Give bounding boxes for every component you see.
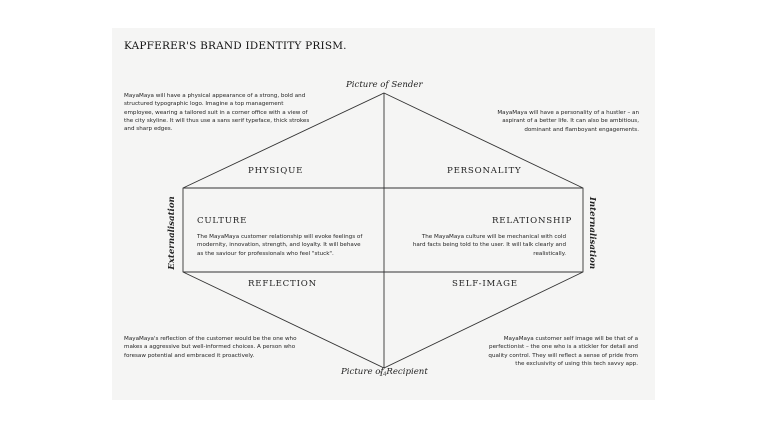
face-label-reflection: REFLECTION: [248, 279, 317, 289]
face-label-relationship: RELATIONSHIP: [492, 216, 573, 226]
personality-description: MayaMaya will have a personality of a hu…: [497, 110, 639, 133]
face-label-personality: PERSONALITY: [447, 166, 522, 176]
prism-hexagon-outline: [182, 92, 584, 369]
relationship-description: The MayaMaya culture will be mechanical …: [412, 234, 566, 257]
slide-page: [112, 28, 655, 400]
physique-description: MayaMaya will have a physical appearance…: [124, 93, 310, 133]
axis-label-internalisation: Internalisation: [587, 196, 597, 270]
reflection-description: MayaMaya's reflection of the customer wo…: [124, 336, 297, 359]
culture-description: The MayaMaya customer relationship will …: [197, 234, 363, 257]
page-title: KAPFERER'S BRAND IDENTITY PRISM.: [124, 40, 347, 52]
face-label-self-image: SELF-IMAGE: [452, 279, 518, 289]
axis-label-picture-of-sender: Picture of Sender: [346, 80, 423, 90]
axis-label-picture-of-recipient: Picture of Recipient: [341, 367, 428, 377]
self-image-description: MayaMaya customer self image will be tha…: [488, 336, 638, 367]
face-label-culture: CULTURE: [197, 216, 248, 226]
page-number: 14: [379, 371, 387, 378]
axis-label-externalisation: Externalisation: [167, 196, 177, 270]
face-label-physique: PHYSIQUE: [248, 166, 304, 176]
